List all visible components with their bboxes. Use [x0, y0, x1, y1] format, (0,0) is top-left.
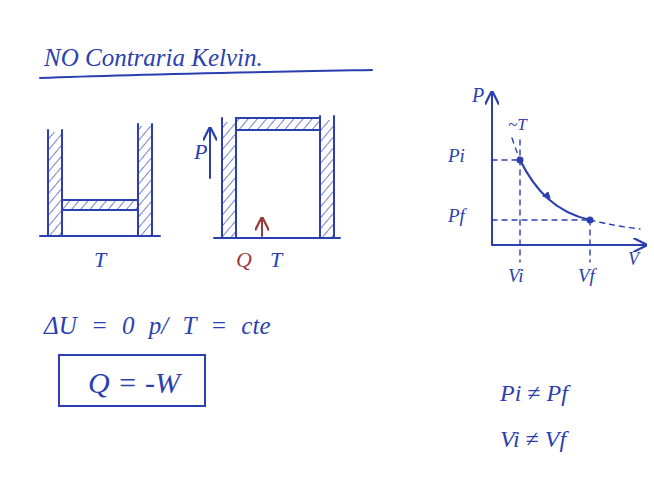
note-label: V — [628, 250, 639, 270]
note-label: Vf — [578, 266, 595, 287]
note-label: Pi ≠ Pf — [500, 380, 568, 406]
note-label: P — [472, 84, 484, 106]
note-label: P — [194, 140, 207, 164]
note-label: T — [94, 248, 106, 272]
pressure-arrow — [209, 128, 211, 178]
note-label: Q — [236, 248, 252, 272]
note-label: ΔU = 0 p/ T = cte — [44, 312, 271, 340]
piston-cylinder — [210, 116, 340, 238]
title: NO Contraria Kelvin. — [44, 44, 263, 72]
title-underline — [40, 70, 372, 78]
piston-cylinder — [40, 124, 160, 236]
note-label: Pi — [448, 146, 465, 167]
note-label: Vi — [508, 266, 523, 287]
pv-graph — [492, 92, 646, 262]
note-label: Pf — [448, 206, 465, 227]
note-label: T — [270, 248, 282, 272]
note-label: Vi ≠ Vf — [500, 426, 566, 452]
formula-box: Q = -W — [58, 354, 206, 407]
note-label: ~T — [508, 116, 527, 135]
formula-text: Q = -W — [88, 366, 176, 399]
heat-arrow — [261, 218, 263, 236]
